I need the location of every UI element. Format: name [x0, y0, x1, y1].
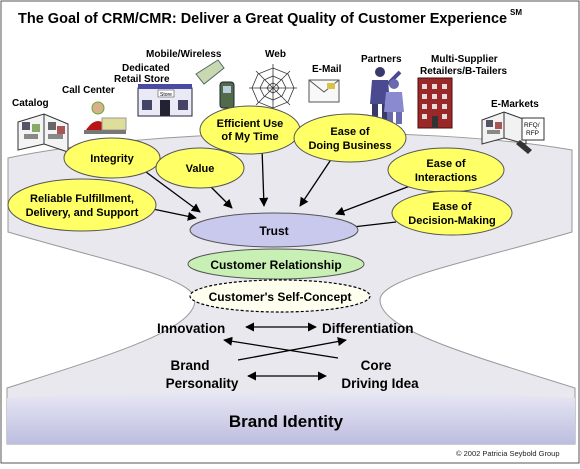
retail-store-icon: Store: [137, 84, 193, 117]
arrow-efficient-to-trust: [259, 147, 269, 207]
reliable-line-2: Delivery, and Support: [26, 207, 139, 219]
ease-decision-line-1: Ease of: [432, 201, 471, 213]
arrow-value-to-trust: [207, 183, 233, 209]
core-driving-label-2: Driving Idea: [341, 376, 419, 391]
ease-decision-line-2: Decision-Making: [408, 215, 495, 227]
building-icon: [417, 77, 453, 129]
trust-node: Trust: [189, 212, 359, 248]
brand-identity-band: [7, 392, 575, 444]
value-label: Value: [186, 163, 215, 175]
page-title: The Goal of CRM/CMR: Deliver a Great Qua…: [18, 11, 507, 27]
mobile-label: Mobile/Wireless: [146, 49, 222, 60]
store-sign-text: Store: [160, 92, 172, 98]
retail-store-label-2: Retail Store: [114, 74, 170, 85]
reliable-line-1: Reliable Fulfillment,: [30, 193, 134, 205]
customer-relationship-label: Customer Relationship: [210, 258, 341, 272]
emarkets-label: E-Markets: [491, 99, 539, 110]
brand-personality-label-2: Personality: [166, 376, 239, 391]
email-envelope-icon: [308, 79, 340, 103]
customer-relationship-node: Customer Relationship: [187, 248, 365, 280]
brand-personality-label-1: Brand: [170, 358, 209, 373]
arrow-coredriving-to-innovation: [223, 336, 339, 359]
bubble-efficient-use: Efficient Use of My Time: [199, 105, 301, 155]
arrow-reliable-to-trust: [147, 207, 197, 221]
differentiation-label: Differentiation: [322, 321, 414, 336]
ease-interactions-line-1: Ease of: [426, 158, 465, 170]
rfq-text-1: RFQ/: [524, 122, 540, 129]
bubble-integrity: Integrity: [63, 137, 161, 179]
rfq-text-2: RFP: [526, 130, 539, 137]
bubble-reliable-fulfillment: Reliable Fulfillment, Delivery, and Supp…: [7, 178, 157, 232]
arrow-ease-business-to-trust: [299, 157, 333, 207]
ease-interactions-line-2: Interactions: [415, 172, 477, 184]
call-center-label: Call Center: [62, 85, 115, 96]
bubble-ease-interactions: Ease of Interactions: [387, 147, 505, 193]
mobile-phone-icon: [195, 59, 235, 109]
retail-store-label-1: Dedicated: [122, 63, 170, 74]
trust-label: Trust: [259, 224, 288, 238]
web-label: Web: [265, 49, 286, 60]
catalog-label: Catalog: [12, 98, 49, 109]
brand-arrows: [223, 322, 347, 381]
integrity-label: Integrity: [90, 153, 134, 165]
multi-supplier-label-2: Retailers/B-Tailers: [420, 66, 508, 77]
self-concept-label: Customer's Self-Concept: [209, 290, 352, 304]
arrow-integrity-to-trust: [145, 171, 201, 213]
core-driving-label-1: Core: [361, 358, 392, 373]
call-center-icon: [84, 101, 127, 134]
copyright-text: © 2002 Patricia Seybold Group: [456, 449, 560, 458]
efficient-line-2: of My Time: [221, 131, 278, 143]
partners-icon: [370, 67, 404, 124]
ease-business-line-2: Doing Business: [308, 140, 391, 152]
arrow-ease-interactions-to-trust: [335, 185, 411, 216]
self-concept-node: Customer's Self-Concept: [189, 279, 371, 313]
arrow-personality-to-differentiation: [237, 337, 347, 361]
web-spider-icon: [249, 64, 297, 112]
ease-business-line-1: Ease of: [330, 126, 369, 138]
bubble-value: Value: [155, 147, 245, 189]
email-label: E-Mail: [312, 64, 342, 75]
bubble-ease-doing-business: Ease of Doing Business: [293, 113, 407, 163]
title-superscript: SM: [510, 8, 522, 17]
efficient-line-1: Efficient Use: [217, 118, 284, 130]
bubble-ease-decision-making: Ease of Decision-Making: [391, 190, 513, 236]
multi-supplier-label-1: Multi-Supplier: [431, 54, 498, 65]
catalog-icon: [17, 113, 69, 153]
innovation-label: Innovation: [157, 321, 225, 336]
emarkets-icon: RFQ/ RFP: [481, 111, 545, 154]
partners-label: Partners: [361, 54, 402, 65]
brand-identity-label: Brand Identity: [229, 412, 344, 431]
bubble-arrows: [145, 147, 411, 232]
